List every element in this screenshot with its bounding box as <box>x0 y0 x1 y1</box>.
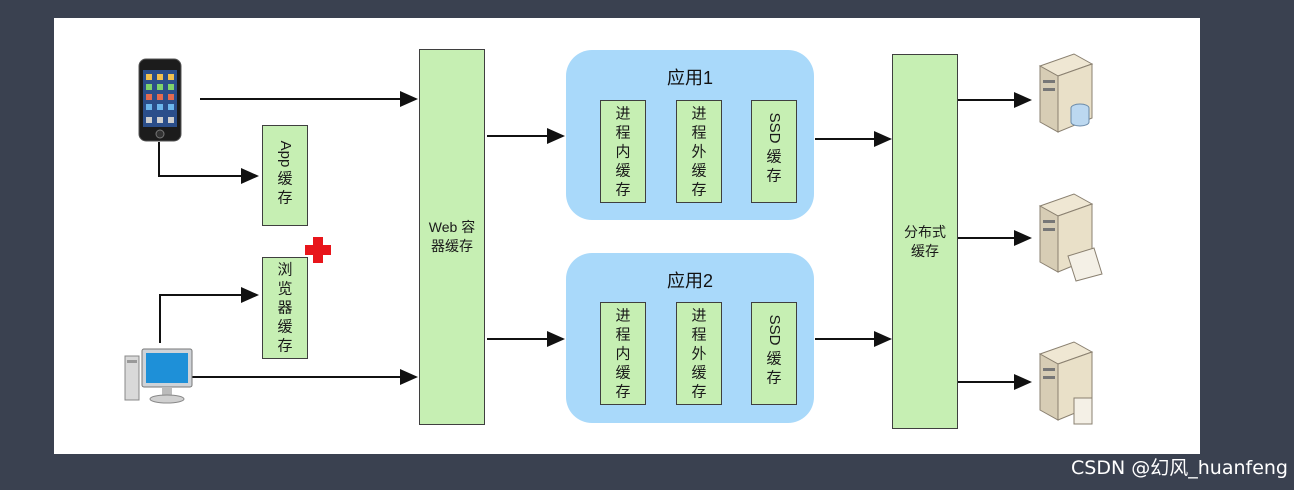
app2-in-process-char1: 进 <box>615 307 631 324</box>
application-1-title: 应用1 <box>666 68 713 88</box>
database-server-icon <box>1038 53 1094 133</box>
app1-in-process-char4: 缓 <box>615 162 631 179</box>
browser-cache-box: 浏 览 器 缓 存 <box>262 257 308 359</box>
app2-out-process-char2: 程 <box>691 326 707 343</box>
browser-cache-char4: 缓 <box>277 318 293 336</box>
app2-out-process-char3: 外 <box>691 345 707 362</box>
application-2-title: 应用2 <box>666 271 713 291</box>
storage-server-icon <box>1038 341 1094 425</box>
browser-cache-char1: 浏 <box>277 261 293 279</box>
app1-in-process-char1: 进 <box>615 105 631 122</box>
app1-out-process-char3: 外 <box>691 143 707 160</box>
web-cache-line2: 器缓存 <box>431 238 473 254</box>
app2-in-process-char5: 存 <box>615 383 631 400</box>
app2-out-process-char5: 存 <box>691 383 707 400</box>
app2-ssd-char1: 缓 <box>766 350 782 367</box>
application-1-container: 应用1 进 程 内 缓 存 进 程 外 缓 存 SSD 缓 存 <box>566 50 814 220</box>
desktop-computer-icon <box>124 348 193 404</box>
distributed-cache-box: 分布式 缓存 <box>892 54 958 429</box>
app-cache-label-char2: 存 <box>277 189 293 206</box>
app1-ssd-char1: 缓 <box>766 148 782 165</box>
app1-out-process-char1: 进 <box>691 105 707 122</box>
browser-cache-char2: 览 <box>277 280 293 298</box>
app2-in-process-char4: 缓 <box>615 364 631 381</box>
app1-in-process-char3: 内 <box>615 143 631 160</box>
red-cross-icon <box>305 237 331 263</box>
web-cache-line1: Web 容 <box>428 219 476 235</box>
app1-in-process-char5: 存 <box>615 181 631 198</box>
arrow-pc-to-browser-cache <box>159 287 259 343</box>
csdn-watermark: CSDN @幻风_huanfeng <box>1071 457 1288 479</box>
app1-ssd-label: SSD <box>765 112 783 143</box>
file-server-icon <box>1038 193 1103 282</box>
app-cache-box: App 缓 存 <box>262 125 308 226</box>
app2-out-process-char4: 缓 <box>691 364 707 381</box>
app1-ssd-char2: 存 <box>766 167 782 184</box>
app1-in-process-cache: 进 程 内 缓 存 <box>600 100 646 203</box>
app2-ssd-label: SSD <box>765 314 783 345</box>
browser-cache-char5: 存 <box>277 337 293 355</box>
smartphone-icon <box>138 58 182 142</box>
app1-out-process-char4: 缓 <box>691 162 707 179</box>
app2-out-process-cache: 进 程 外 缓 存 <box>676 302 722 405</box>
distributed-cache-line1: 分布式 <box>904 223 946 240</box>
distributed-cache-line2: 缓存 <box>911 242 939 259</box>
app1-out-process-char2: 程 <box>691 124 707 141</box>
arrow-phone-to-app-cache <box>158 142 259 184</box>
app1-ssd-cache: SSD 缓 存 <box>751 100 797 203</box>
app2-in-process-char2: 程 <box>615 326 631 343</box>
app1-in-process-char2: 程 <box>615 124 631 141</box>
app2-in-process-cache: 进 程 内 缓 存 <box>600 302 646 405</box>
app2-ssd-char2: 存 <box>766 369 782 386</box>
app2-in-process-char3: 内 <box>615 345 631 362</box>
app1-out-process-char5: 存 <box>691 181 707 198</box>
app-cache-label-char1: 缓 <box>277 170 293 187</box>
app2-ssd-cache: SSD 缓 存 <box>751 302 797 405</box>
app1-out-process-cache: 进 程 外 缓 存 <box>676 100 722 203</box>
browser-cache-char3: 器 <box>277 299 293 317</box>
diagram-canvas: App 缓 存 浏 览 器 缓 存 Web 容 器缓存 应用1 进 程 <box>54 18 1200 454</box>
app-cache-label-app: App <box>276 140 294 167</box>
web-container-cache-box: Web 容 器缓存 <box>419 49 485 425</box>
app2-out-process-char1: 进 <box>691 307 707 324</box>
connector-arrows <box>158 91 1032 390</box>
application-2-container: 应用2 进 程 内 缓 存 进 程 外 缓 存 SSD 缓 存 <box>566 253 814 423</box>
